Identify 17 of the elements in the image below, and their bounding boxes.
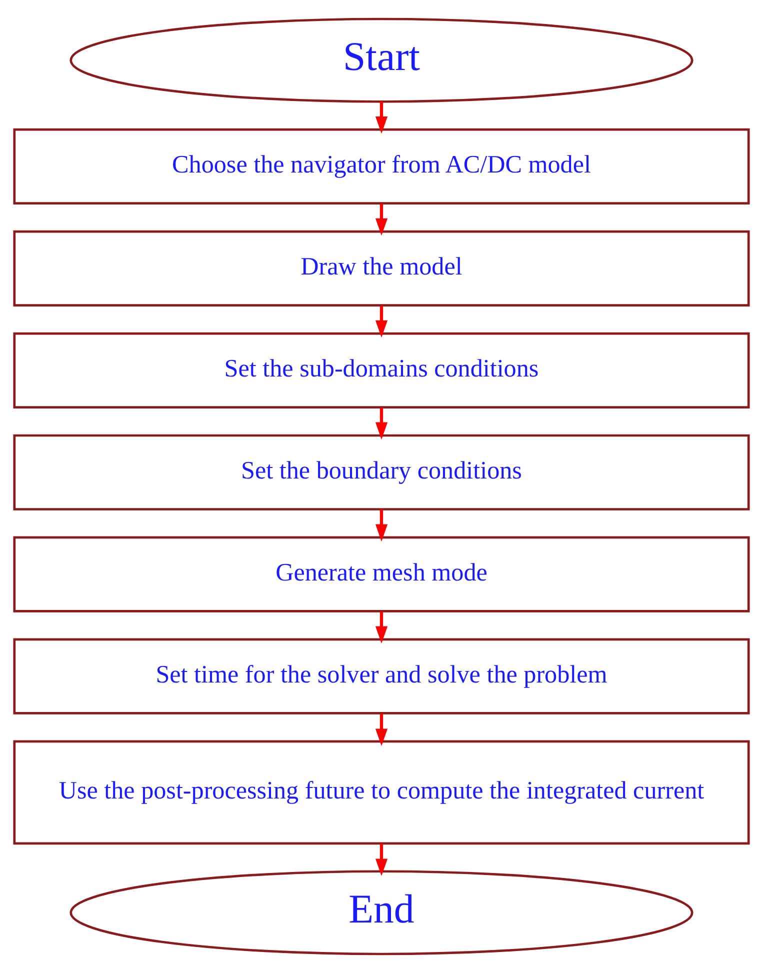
node-box: Generate mesh mode	[13, 536, 750, 612]
node-ellipse: End	[70, 870, 694, 955]
arrow	[375, 203, 388, 236]
node-box: Choose the navigator from AC/DC model	[13, 128, 750, 204]
arrow	[375, 713, 388, 746]
node-box: Set the boundary conditions	[13, 434, 750, 510]
arrow	[375, 407, 388, 440]
node-box: Set time for the solver and solve the problem	[13, 638, 750, 714]
arrow	[375, 305, 388, 338]
arrow	[375, 100, 388, 134]
node-ellipse: Start	[70, 17, 694, 102]
arrow	[375, 509, 388, 542]
node-box: Use the post-processing future to compute the integrated current	[13, 740, 750, 844]
node-box: Set the sub-domains conditions	[13, 332, 750, 408]
arrow	[375, 843, 388, 876]
node-box: Draw the model	[13, 230, 750, 306]
arrow	[375, 611, 388, 644]
